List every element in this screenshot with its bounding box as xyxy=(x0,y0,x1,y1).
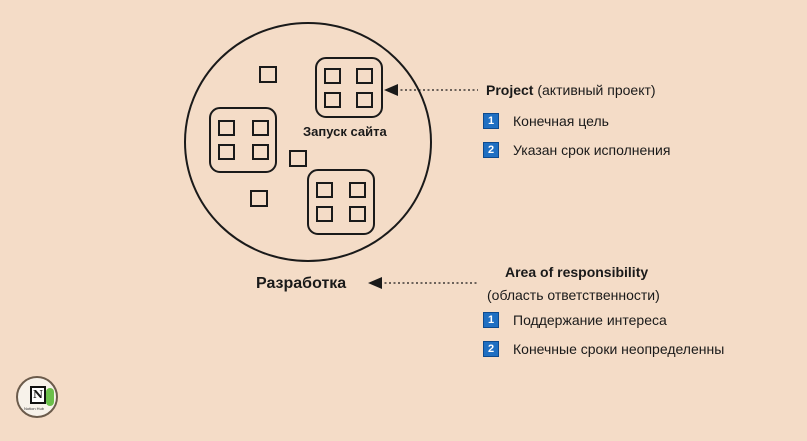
project-item-1: 1 Конечная цель xyxy=(483,113,609,129)
project-group-left xyxy=(209,107,277,173)
project-group-bottom xyxy=(307,169,375,235)
area-subheading: (область ответственности) xyxy=(487,287,660,303)
task-square xyxy=(289,150,307,167)
project-group-main xyxy=(315,57,383,118)
area-item-text: Поддержание интереса xyxy=(513,312,667,328)
task-square xyxy=(250,190,268,207)
number-badge: 1 xyxy=(483,312,499,328)
area-heading: Area of responsibility xyxy=(505,264,649,280)
task-square xyxy=(259,66,277,83)
project-heading-desc: (активный проект) xyxy=(533,82,656,98)
project-item-2: 2 Указан срок исполнения xyxy=(483,142,670,158)
project-arrow xyxy=(384,84,478,96)
number-badge: 1 xyxy=(483,113,499,129)
area-name-label: Разработка xyxy=(256,275,347,292)
project-item-text: Конечная цель xyxy=(513,113,609,129)
project-heading-title: Project xyxy=(486,82,534,98)
notion-hub-logo: N Notion Hub xyxy=(16,376,58,418)
project-heading: Project (активный проект) xyxy=(486,82,656,98)
notion-logo-icon: N xyxy=(30,386,46,404)
logo-caption: Notion Hub xyxy=(24,406,45,411)
number-badge: 2 xyxy=(483,142,499,158)
area-item-1: 1 Поддержание интереса xyxy=(483,312,667,328)
number-badge: 2 xyxy=(483,341,499,357)
project-name-label: Запуск сайта xyxy=(303,124,387,139)
area-item-text: Конечные сроки неопределенны xyxy=(513,341,725,357)
area-item-2: 2 Конечные сроки неопределенны xyxy=(483,341,724,357)
project-item-text: Указан срок исполнения xyxy=(513,142,671,158)
area-circle xyxy=(184,22,432,262)
area-arrow xyxy=(368,277,478,289)
leaf-icon xyxy=(46,388,54,406)
